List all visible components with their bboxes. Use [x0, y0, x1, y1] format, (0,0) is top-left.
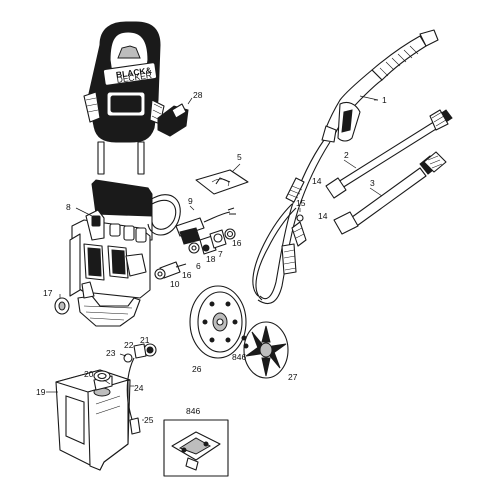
clip-part-28 [157, 97, 193, 137]
cord-bundle [147, 194, 181, 236]
guide-rods [97, 141, 145, 175]
fittings [154, 227, 236, 280]
ring-part-20 [93, 370, 111, 382]
callout-5: 5 [237, 152, 242, 162]
bracket-inset-846 [163, 419, 229, 477]
callout-28: 28 [193, 90, 203, 100]
callout-2: 2 [344, 150, 349, 160]
top-handle: BLACK& DECKER [83, 21, 165, 143]
callout-19: 19 [36, 387, 46, 397]
nut-part-17 [54, 297, 70, 315]
callout-24: 24 [134, 383, 144, 393]
callout-7: 7 [218, 249, 223, 259]
callout-16-a: 16 [232, 238, 242, 248]
filter-parts-21-25 [123, 343, 157, 435]
callout-numbers: 1 2 3 5 6 7 8 9 10 14 14 15 16 16 17 18 … [36, 90, 387, 425]
callout-17: 17 [43, 288, 53, 298]
packet-part-5 [195, 163, 249, 195]
callout-10: 10 [170, 279, 180, 289]
fitting-part-15 [296, 208, 304, 222]
callout-27: 27 [288, 372, 298, 382]
callout-8: 8 [66, 202, 71, 212]
callout-26: 26 [192, 364, 202, 374]
callout-25: 25 [144, 415, 154, 425]
callout-9: 9 [188, 196, 193, 206]
callout-22: 22 [124, 340, 134, 350]
wheel-part-26 [189, 285, 247, 359]
callout-18: 18 [206, 254, 216, 264]
callout-14-b: 14 [318, 211, 328, 221]
callout-846-b: 846 [186, 406, 200, 416]
callout-3: 3 [370, 178, 375, 188]
screws-part-846 [241, 335, 249, 349]
callout-1: 1 [382, 95, 387, 105]
leader-lines [46, 99, 378, 393]
trigger-gun-part-1 [321, 29, 439, 143]
callout-21: 21 [140, 335, 150, 345]
callout-20: 20 [84, 369, 94, 379]
logo-text-1: BLACK& [115, 65, 152, 80]
tank-part-19 [55, 369, 131, 471]
callout-14-a: 14 [312, 176, 322, 186]
wand-part-2 [325, 109, 453, 199]
hose [252, 139, 331, 304]
logo-text-2: DECKER [116, 70, 152, 85]
callout-15: 15 [296, 198, 306, 208]
callout-23: 23 [106, 348, 116, 358]
wand-part-3 [333, 151, 447, 235]
pump-body [69, 179, 153, 327]
callout-846-a: 846 [232, 352, 246, 362]
callout-6: 6 [196, 261, 201, 271]
callout-16-b: 16 [182, 270, 192, 280]
hubcap-part-27 [243, 321, 289, 379]
